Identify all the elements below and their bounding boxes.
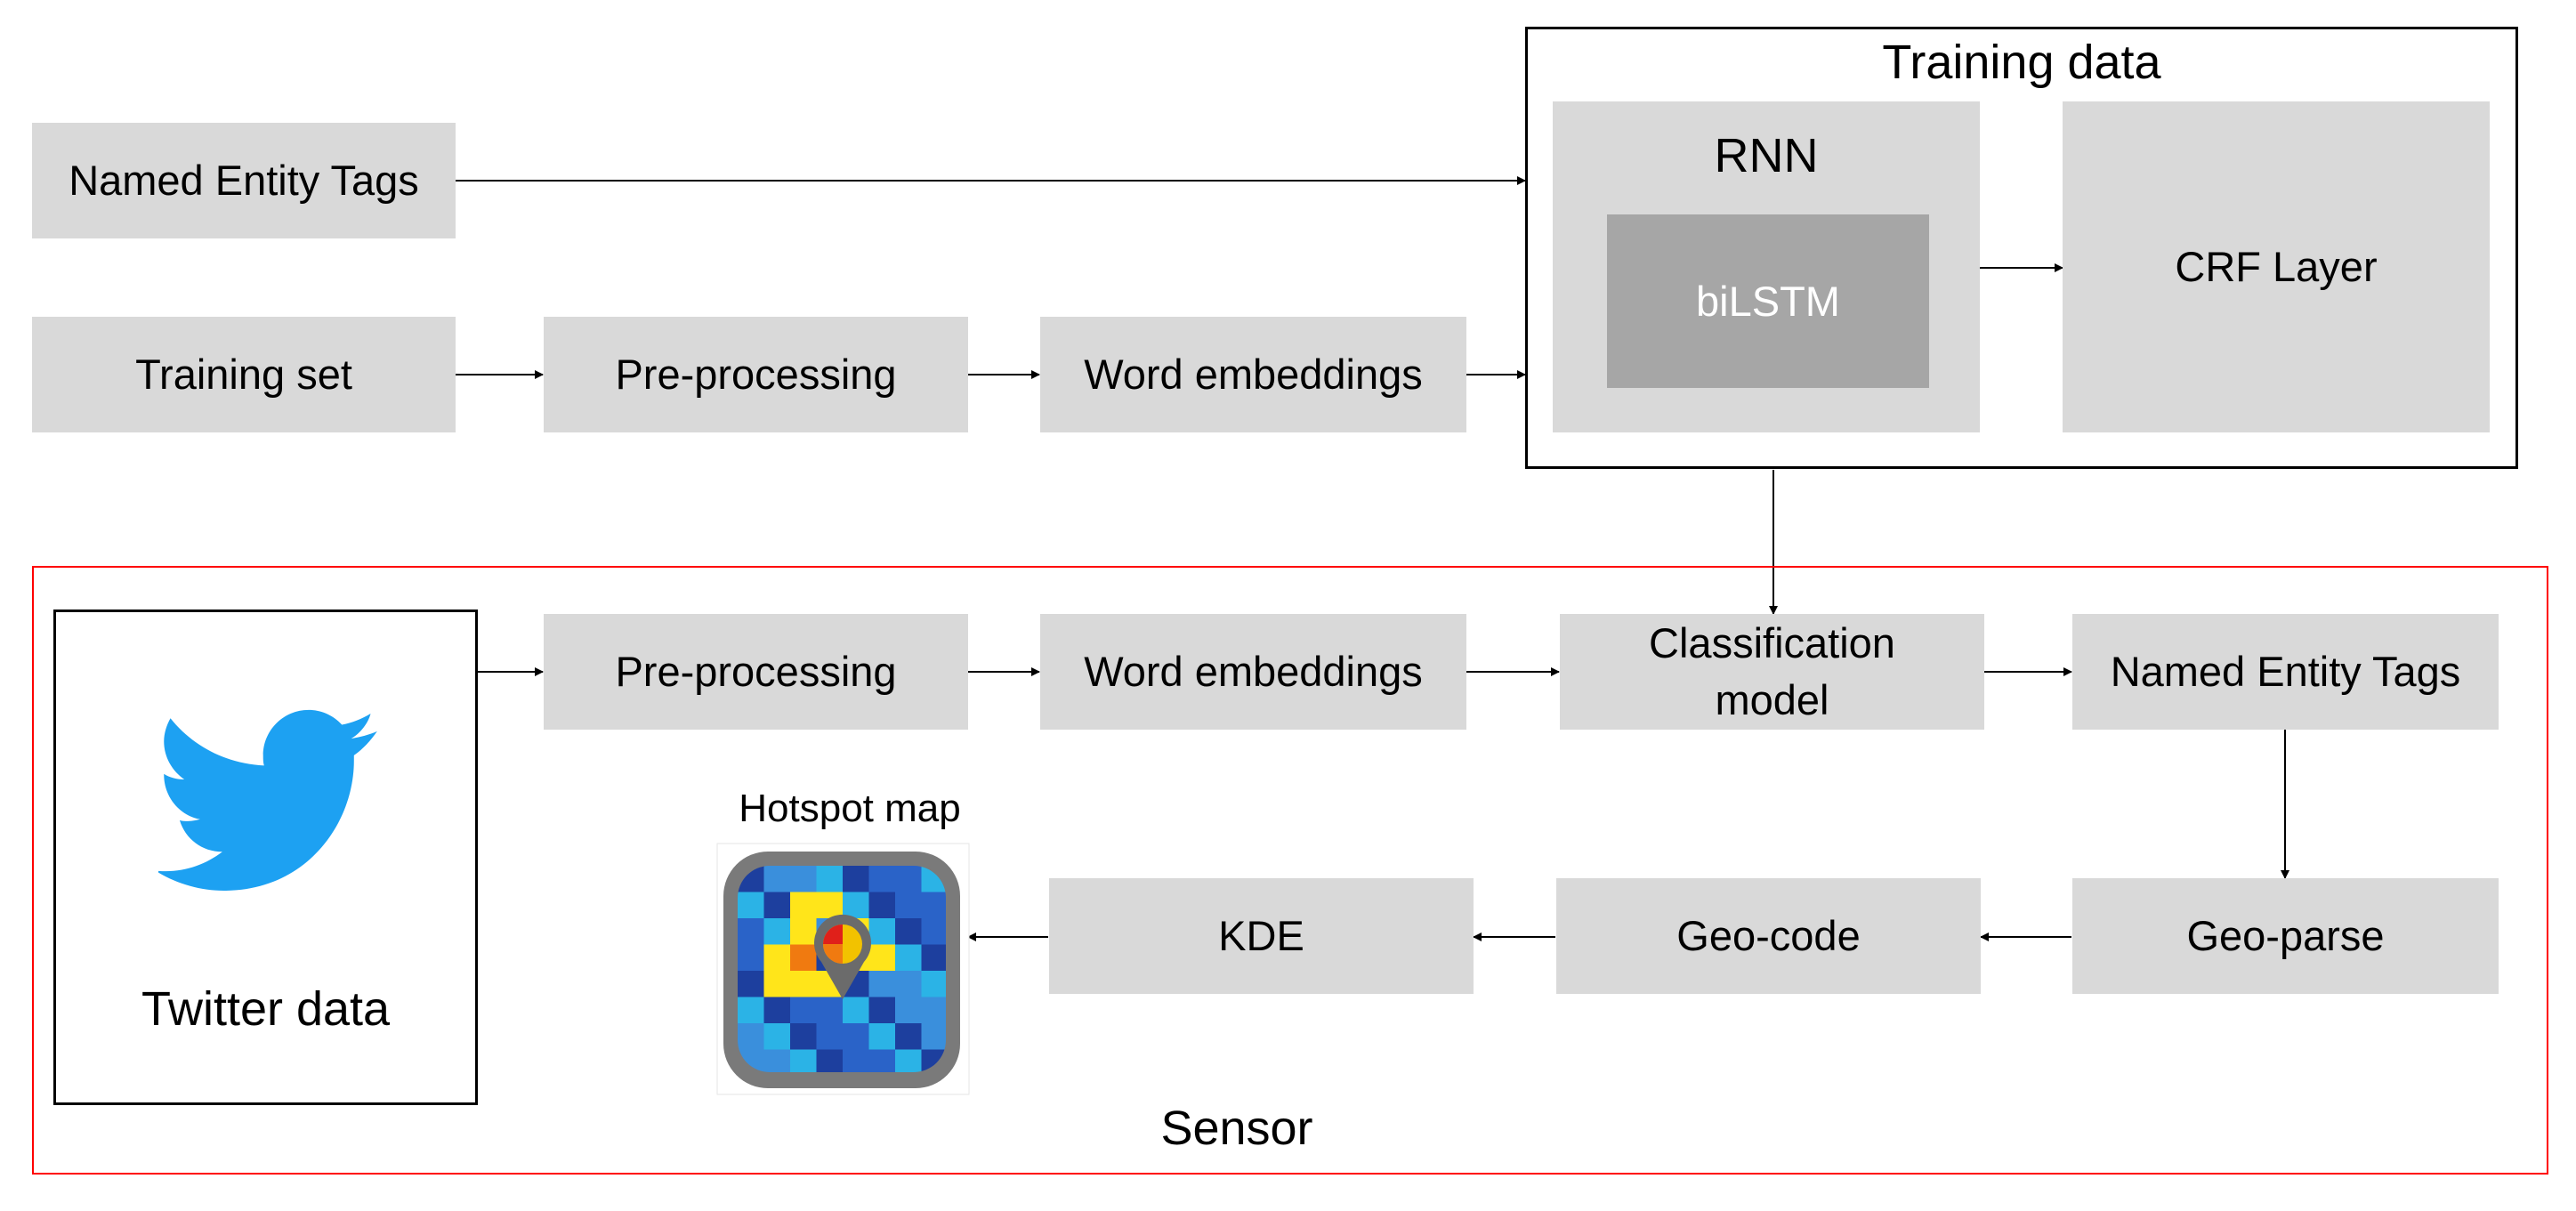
rnn-label: RNN [1714, 129, 1819, 182]
heatmap-cell [763, 971, 791, 997]
heatmap-cell [738, 997, 764, 1024]
heatmap-cell [843, 892, 869, 919]
heatmap-cell [868, 866, 896, 892]
heatmap-cell [790, 1023, 817, 1050]
geo-parse-label: Geo-parse [2186, 912, 2385, 960]
heatmap-cell [843, 866, 869, 892]
training-preprocessing-label: Pre-processing [615, 351, 897, 399]
heatmap-cell [816, 1023, 844, 1050]
heatmap-cell [921, 1023, 946, 1050]
heatmap-cell [868, 997, 896, 1024]
sensor-preprocessing-label: Pre-processing [615, 648, 897, 696]
heatmap-cell [843, 997, 869, 1024]
training-word-embeddings-label: Word embeddings [1084, 351, 1423, 399]
heatmap-cell [868, 1049, 896, 1072]
crf-layer-box: CRF Layer [2063, 101, 2490, 432]
training-set-label: Training set [135, 351, 352, 399]
twitter-bird-icon [158, 709, 377, 891]
heatmap-cell [763, 918, 791, 945]
training-preprocessing-box: Pre-processing [544, 317, 968, 432]
hotspot-map-label: Hotspot map [739, 787, 961, 830]
heatmap-cell [816, 997, 844, 1024]
heatmap-cell [763, 1023, 791, 1050]
heatmap-cell [763, 997, 791, 1024]
classification-model-box: Classification model [1560, 614, 1984, 730]
heatmap-cell [921, 944, 946, 972]
heatmap-cell [895, 918, 922, 945]
named-entity-tags-input-box: Named Entity Tags [32, 123, 456, 238]
sensor-word-embeddings-label: Word embeddings [1084, 648, 1423, 696]
heatmap-cell [790, 1049, 817, 1072]
bilstm-label: biLSTM [1696, 277, 1840, 325]
heatmap-cell [738, 944, 764, 972]
heatmap-cell [763, 866, 791, 892]
twitter-data-label: Twitter data [141, 982, 391, 1036]
bilstm-box: biLSTM [1607, 214, 1929, 388]
heatmap-cell [895, 866, 922, 892]
sensor-named-entity-tags-box: Named Entity Tags [2072, 614, 2499, 730]
heatmap-cell [816, 866, 844, 892]
heatmap-cell [921, 892, 946, 919]
heatmap-cell [895, 971, 922, 997]
heatmap-cell [738, 892, 764, 919]
heatmap-cell [895, 1049, 922, 1072]
heatmap-cell [763, 944, 791, 972]
heatmap-cell [868, 944, 896, 972]
heatmap-cell [738, 1023, 764, 1050]
training-data-title: Training data [1882, 36, 2161, 89]
sensor-title: Sensor [1160, 1102, 1313, 1155]
training-word-embeddings-box: Word embeddings [1040, 317, 1466, 432]
heatmap-cell [763, 892, 791, 919]
heatmap-cell [921, 997, 946, 1024]
geo-code-label: Geo-code [1676, 912, 1861, 960]
heatmap-cell [790, 918, 817, 945]
sensor-preprocessing-box: Pre-processing [544, 614, 968, 730]
heatmap-cell [738, 971, 764, 997]
classification-model-label: Classification model [1649, 619, 1895, 723]
heatmap-cell [816, 1049, 844, 1072]
heatmap-grid [738, 866, 946, 1072]
heatmap-cell [921, 918, 946, 945]
heatmap-cell [895, 997, 922, 1024]
heatmap-cell [921, 971, 946, 997]
heatmap-cell [868, 892, 896, 919]
heatmap-cell [790, 944, 817, 972]
heatmap-cell [895, 1023, 922, 1050]
heatmap-cell [790, 971, 817, 997]
training-set-box: Training set [32, 317, 456, 432]
heatmap-cell [790, 866, 817, 892]
heatmap-cell [843, 1049, 869, 1072]
heatmap-cell [763, 1049, 791, 1072]
heatmap-cell [790, 892, 817, 919]
heatmap-cell [895, 944, 922, 972]
sensor-named-entity-tags-label: Named Entity Tags [2110, 648, 2461, 696]
kde-box: KDE [1049, 878, 1474, 994]
heatmap-cell [895, 892, 922, 919]
heatmap-cell [868, 971, 896, 997]
crf-layer-label: CRF Layer [2175, 243, 2378, 291]
heatmap-cell [868, 918, 896, 945]
training-data-frame [1525, 27, 2518, 469]
geo-parse-box: Geo-parse [2072, 878, 2499, 994]
geo-code-box: Geo-code [1556, 878, 1981, 994]
hotspot-map-icon [716, 843, 970, 1095]
heatmap-cell [738, 918, 764, 945]
sensor-frame [32, 566, 2548, 1175]
heatmap-cell [868, 1023, 896, 1050]
heatmap-cell [816, 892, 844, 919]
sensor-word-embeddings-box: Word embeddings [1040, 614, 1466, 730]
heatmap-cell [790, 997, 817, 1024]
heatmap-cell [843, 1023, 869, 1050]
named-entity-tags-label: Named Entity Tags [69, 157, 419, 205]
kde-label: KDE [1218, 912, 1304, 960]
